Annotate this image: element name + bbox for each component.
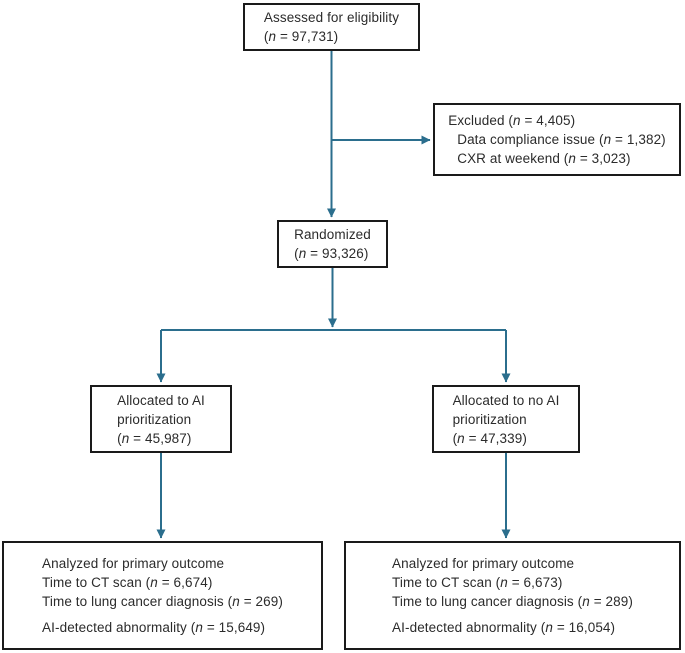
node-text-line: Randomized xyxy=(294,227,371,242)
node-randomized: Randomized (n = 93,326) xyxy=(277,220,388,268)
node-excluded: Excluded (n = 4,405) Data compliance iss… xyxy=(433,103,681,176)
node-outcome-line: Time to CT scan (n = 6,674) xyxy=(42,575,213,590)
node-count-line: (n = 93,326) xyxy=(294,246,369,261)
node-text-line: Allocated to no AI xyxy=(452,392,560,408)
node-text-line: Allocated to AI xyxy=(117,392,205,408)
node-reason-line: CXR at weekend (n = 3,023) xyxy=(457,151,631,166)
node-count-line: (n = 47,339) xyxy=(452,430,527,446)
node-allocated-ai: Allocated to AI prioritization (n = 45,9… xyxy=(90,385,232,453)
node-count-line: (n = 45,987) xyxy=(117,430,192,446)
node-count-line: (n = 97,731) xyxy=(263,29,339,44)
node-outcome-line: AI-detected abnormality (n = 16,054) xyxy=(392,620,616,635)
node-text-line: Excluded (n = 4,405) xyxy=(448,113,576,128)
node-text-line: Analyzed for primary outcome xyxy=(392,556,575,571)
node-text-line: Assessed for eligibility xyxy=(263,10,400,25)
node-text-line: prioritization xyxy=(452,411,527,427)
node-outcome-line: Time to lung cancer diagnosis (n = 289) xyxy=(392,594,633,609)
node-text-line: prioritization xyxy=(117,411,192,427)
node-outcome-line: AI-detected abnormality (n = 15,649) xyxy=(42,620,266,635)
node-analyzed-ai: Analyzed for primary outcome Time to CT … xyxy=(2,541,323,650)
node-outcome-line: Time to CT scan (n = 6,673) xyxy=(392,575,563,590)
node-text-line: Analyzed for primary outcome xyxy=(42,556,225,571)
node-outcome-line: Time to lung cancer diagnosis (n = 269) xyxy=(42,594,283,609)
node-analyzed-no-ai: Analyzed for primary outcome Time to CT … xyxy=(344,541,681,650)
node-allocated-no-ai: Allocated to no AI prioritization (n = 4… xyxy=(432,385,580,453)
node-reason-line: Data compliance issue (n = 1,382) xyxy=(457,132,666,147)
node-assessed-for-eligibility: Assessed for eligibility (n = 97,731) xyxy=(243,3,420,51)
